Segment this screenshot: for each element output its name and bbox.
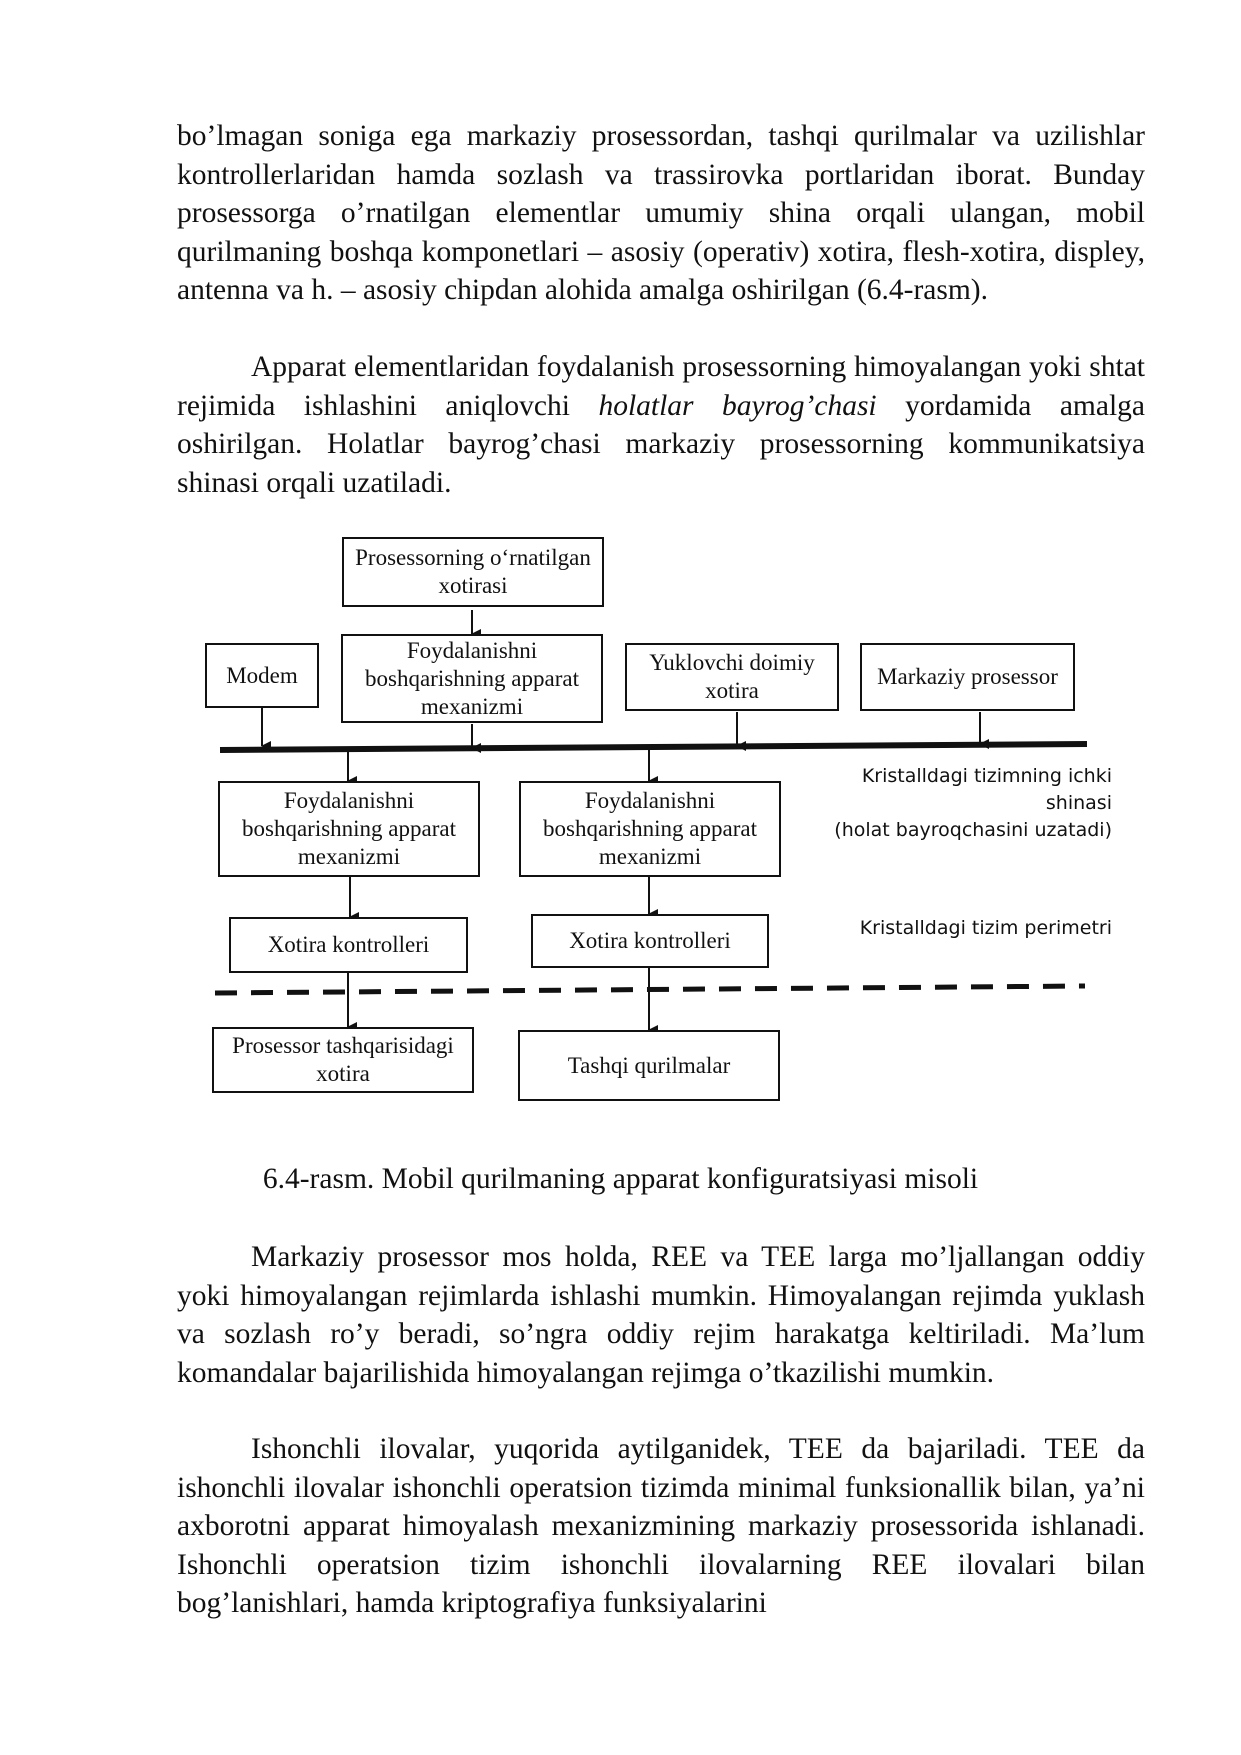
access-mechanism-top-box: Foydalanishni boshqarishning apparat mex… [341, 634, 603, 723]
perimeter-dashed-line [214, 983, 1086, 996]
access-mechanism-right-box: Foydalanishni boshqarishning apparat mex… [519, 781, 781, 877]
paragraph-2-end: yordamida amalga oshirilgan. Holatlar ba… [177, 389, 1145, 499]
internal-bus-note: Kristalldagi tizimning ichki shinasi (ho… [800, 763, 1112, 844]
paragraph-2: Apparat elementlaridan foydalanish prose… [177, 348, 1145, 502]
internal-bus-line [219, 741, 1088, 753]
access-mechanism-left-box: Foydalanishni boshqarishning apparat mex… [218, 781, 480, 877]
memory-controller-left-box: Xotira kontrolleri [229, 917, 468, 973]
paragraph-1: bo’lmagan soniga ega markaziy prosessord… [177, 120, 1145, 306]
figure-caption: 6.4-rasm. Mobil qurilmaning apparat konf… [262, 1163, 979, 1195]
paragraph-2-start: Apparat elementlaridan foydalanish prose… [177, 351, 1145, 422]
external-memory-box: Prosessor tashqarisidagi xotira [212, 1027, 474, 1093]
modem-box: Modem [205, 643, 319, 708]
cpu-box: Markaziy prosessor [860, 643, 1075, 711]
internal-bus-note-line1: Kristalldagi tizimning ichki shinasi [861, 765, 1112, 814]
external-devices-box: Tashqi qurilmalar [518, 1030, 780, 1101]
paragraph-2-italic-term: holatlar bayrog’chasi [598, 389, 877, 422]
perimeter-note: Kristalldagi tizim perimetri [859, 917, 1112, 939]
memory-controller-right-box: Xotira kontrolleri [531, 914, 769, 968]
internal-bus-note-line2: (holat bayroqchasini uzatadi) [834, 819, 1112, 841]
rom-box: Yuklovchi doimiy xotira [625, 643, 839, 711]
paragraph-3: Markaziy prosessor mos holda, REE va TEE… [177, 1241, 1145, 1389]
paragraph-4: Ishonchli ilovalar, yuqorida aytilganide… [177, 1433, 1145, 1619]
builtin-memory-box: Prosessorning o‘rnatilgan xotirasi [342, 537, 604, 607]
